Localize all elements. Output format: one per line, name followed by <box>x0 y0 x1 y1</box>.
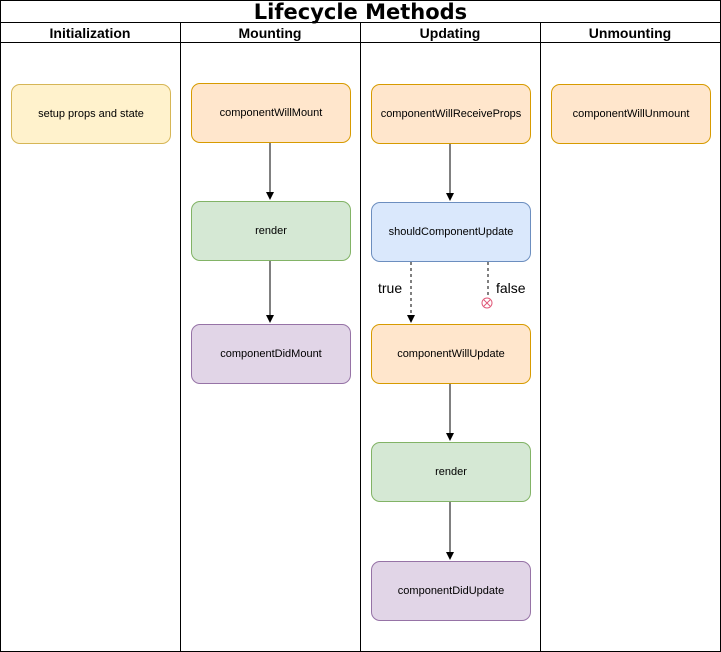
node-updating-render[interactable]: render <box>371 442 531 502</box>
node-component-will-receive-props[interactable]: componentWillReceiveProps <box>371 84 531 144</box>
node-component-did-update[interactable]: componentDidUpdate <box>371 561 531 621</box>
node-should-component-update[interactable]: shouldComponentUpdate <box>371 202 531 262</box>
node-component-will-unmount[interactable]: componentWillUnmount <box>551 84 711 144</box>
node-setup-props-and-state[interactable]: setup props and state <box>11 84 171 144</box>
node-component-will-mount[interactable]: componentWillMount <box>191 83 351 143</box>
node-component-did-mount[interactable]: componentDidMount <box>191 324 351 384</box>
node-mounting-render[interactable]: render <box>191 201 351 261</box>
lane-header-initialization: Initialization <box>49 25 131 41</box>
lane-divider-2 <box>360 22 361 652</box>
edge-label-true: true <box>378 280 403 296</box>
stop-marker-icon <box>481 297 493 309</box>
edge-label-false: false <box>496 280 526 296</box>
node-component-will-update[interactable]: componentWillUpdate <box>371 324 531 384</box>
lane-header-unmounting: Unmounting <box>588 25 672 41</box>
lane-header-updating: Updating <box>419 25 481 41</box>
lane-divider-3 <box>540 22 541 652</box>
diagram-title: Lifecycle Methods <box>253 0 468 24</box>
lane-header-mounting: Mounting <box>238 25 302 41</box>
lane-divider-1 <box>180 22 181 652</box>
